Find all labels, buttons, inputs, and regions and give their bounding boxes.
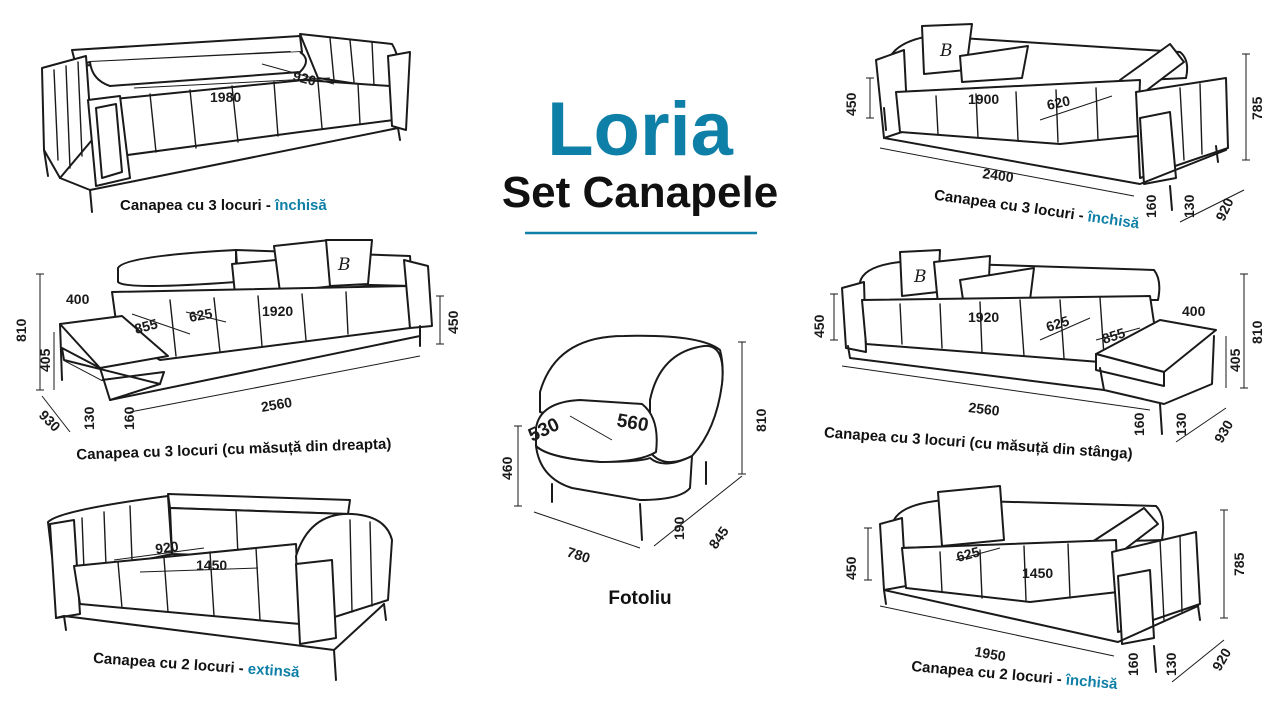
- pillow-monogram: B: [913, 267, 927, 287]
- product-sofa-2-closed: 450 785 625 1450 1950 920 160 130 Canape…: [843, 485, 1247, 693]
- caption: Canapea cu 3 locuri - închisă: [933, 187, 1141, 233]
- caption: Canapea cu 2 locuri - închisă: [911, 658, 1119, 693]
- dim-width: 1450: [196, 557, 227, 573]
- dim-seat: 1920: [262, 303, 293, 319]
- product-sofa-3-closed-b: B 450 785 1900 620 2400 920 160 130 Cana…: [843, 23, 1265, 233]
- caption: Fotoliu: [608, 588, 671, 609]
- pillow-monogram: B: [939, 41, 953, 61]
- dim-depth: 920: [1212, 195, 1236, 223]
- caption: Canapea cu 3 locuri (cu măsuță din dreap…: [76, 436, 391, 464]
- caption: Canapea cu 3 locuri (cu măsuță din stâng…: [823, 424, 1133, 463]
- dim-seat-depth: 625: [188, 305, 214, 325]
- dim-seat: 1920: [968, 309, 999, 325]
- dim-width: 2560: [968, 399, 1001, 419]
- dim-base: 130: [81, 406, 97, 430]
- product-sofa-3-table-left: B 450 810 405 400 1920 625 855 2560 930 …: [811, 249, 1265, 463]
- dim-table-depth: 855: [1100, 324, 1127, 347]
- dim-height: 785: [1231, 552, 1247, 576]
- dim-base: 130: [1181, 194, 1197, 218]
- dim-base: 130: [1163, 652, 1179, 676]
- dim-seat-height: 460: [499, 456, 515, 480]
- dim-seat-depth: 625: [955, 543, 982, 565]
- dim-width: 780: [565, 544, 592, 567]
- dim-depth: 930: [1211, 417, 1237, 445]
- dim-table-width: 400: [66, 291, 90, 307]
- caption: Canapea cu 3 locuri - închisă: [120, 197, 327, 214]
- dim-depth: 930: [36, 407, 64, 435]
- dim-seat-depth: 625: [1044, 312, 1071, 335]
- dim-depth: 920: [154, 538, 180, 557]
- dim-width: 1980: [210, 89, 241, 105]
- dim-width: 1950: [973, 643, 1007, 664]
- dim-height: 785: [1249, 96, 1265, 120]
- dim-leg: 160: [1131, 412, 1147, 436]
- brand-subtitle: Set Canapele: [502, 168, 778, 217]
- dim-height: 810: [1249, 320, 1265, 344]
- brand-logo: Loria: [547, 87, 734, 172]
- product-armchair: 530 560 810 460 780 845 190 Fotoliu: [499, 334, 769, 609]
- dim-seat: 1900: [968, 91, 999, 107]
- dim-depth: 845: [705, 523, 732, 551]
- dim-leg: 160: [1125, 652, 1141, 676]
- dim-seat: 1450: [1022, 565, 1053, 581]
- dim-depth: 920: [291, 67, 318, 89]
- product-sofa-2-extended: 920 1450 Canapea cu 2 locuri - extinsă: [47, 493, 393, 681]
- dim-table-width: 400: [1182, 303, 1206, 319]
- dim-seat-height: 450: [843, 556, 859, 580]
- dim-width: 2400: [982, 165, 1015, 185]
- dim-leg: 160: [121, 406, 137, 430]
- dim-table-height: 405: [37, 348, 53, 372]
- dim-leg: 190: [671, 516, 687, 540]
- dim-leg: 160: [1143, 194, 1159, 218]
- caption: Canapea cu 2 locuri - extinsă: [93, 650, 301, 681]
- product-sofa-3-closed-a: 1980 920 Canapea cu 3 locuri - închisă: [41, 33, 411, 214]
- dim-table-height: 405: [1227, 348, 1243, 372]
- dim-table-depth: 855: [133, 315, 160, 337]
- dim-base: 130: [1173, 412, 1189, 436]
- dim-seat-depth: 620: [1045, 92, 1071, 113]
- dim-height: 810: [753, 408, 769, 432]
- dim-seat-height: 450: [445, 310, 461, 334]
- dim-width: 2560: [260, 394, 294, 415]
- pillow-monogram: B: [337, 255, 351, 275]
- product-sofa-3-table-right: B 810 405 450 400 855 625 1920 2560 930 …: [13, 239, 461, 464]
- dim-seat-height: 450: [843, 92, 859, 116]
- brand-block: Loria Set Canapele: [502, 87, 778, 235]
- dim-seat-height: 450: [811, 314, 827, 338]
- dim-height: 810: [13, 318, 29, 342]
